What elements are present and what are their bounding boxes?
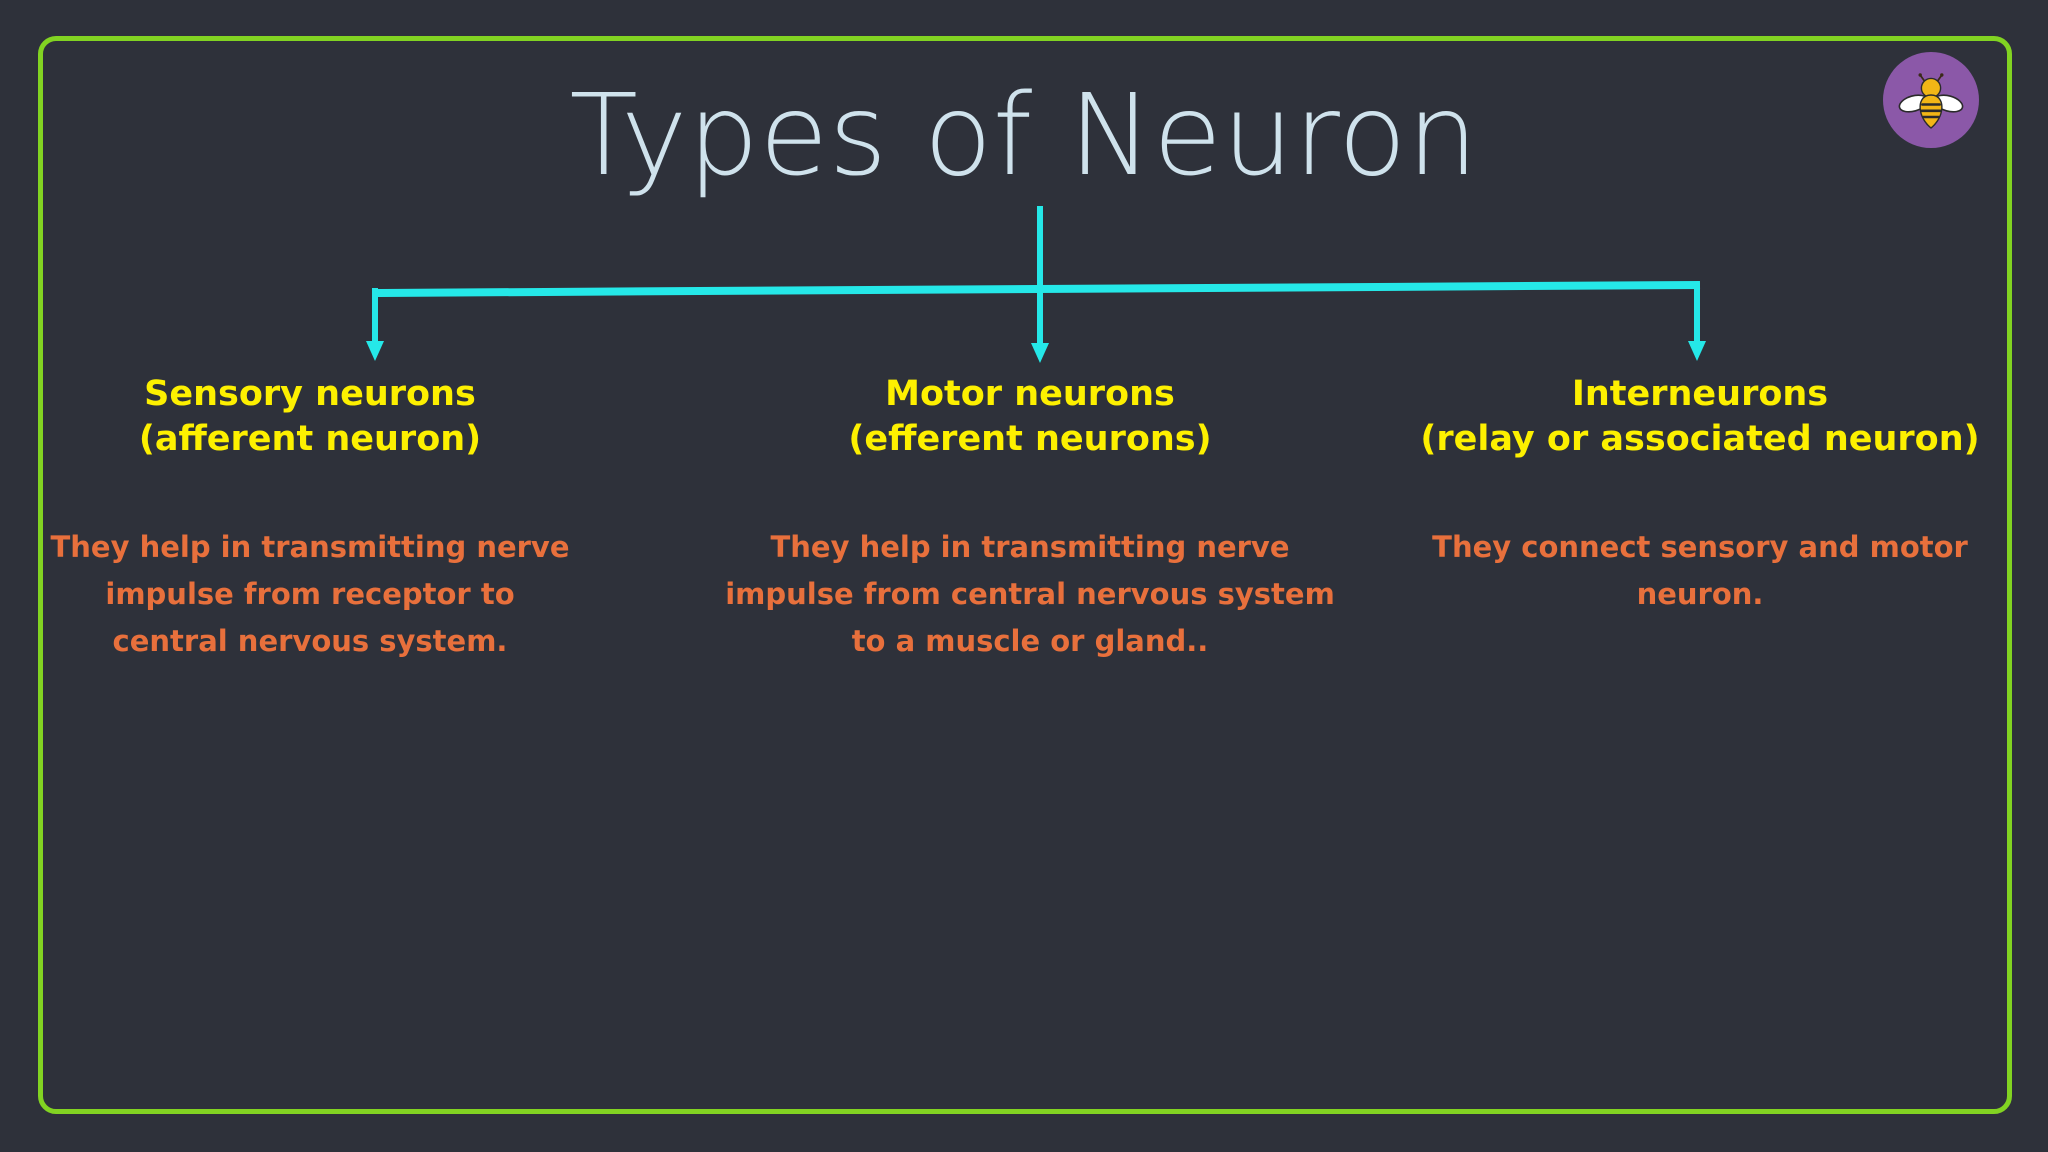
column-body-text: They connect sensory and motor neuron. bbox=[1432, 529, 1968, 611]
column-heading-line-1: Sensory neurons bbox=[144, 374, 476, 414]
column-heading-line-2: (efferent neurons) bbox=[848, 418, 1212, 459]
column-heading-line-1: Motor neurons bbox=[885, 374, 1175, 414]
column-body-text: They help in transmitting nerve impulse … bbox=[50, 529, 570, 659]
page-title: Types of Neuron bbox=[569, 71, 1479, 201]
column-heading: Sensory neurons (afferent neuron) bbox=[30, 372, 590, 462]
column-heading-line-2: (afferent neuron) bbox=[138, 418, 482, 459]
column-interneurons: Interneurons (relay or associated neuron… bbox=[1390, 372, 2010, 618]
column-heading: Interneurons (relay or associated neuron… bbox=[1390, 372, 2010, 462]
column-heading: Motor neurons (efferent neurons) bbox=[700, 372, 1360, 462]
bee-icon bbox=[1898, 73, 1964, 129]
column-body-text: They help in transmitting nerve impulse … bbox=[725, 529, 1335, 659]
column-heading-line-2: (relay or associated neuron) bbox=[1420, 418, 1980, 459]
column-motor-neurons: Motor neurons (efferent neurons) They he… bbox=[700, 372, 1360, 665]
column-sensory-neurons: Sensory neurons (afferent neuron) They h… bbox=[30, 372, 590, 665]
column-heading-line-1: Interneurons bbox=[1571, 374, 1829, 414]
bee-logo bbox=[1883, 52, 1979, 148]
